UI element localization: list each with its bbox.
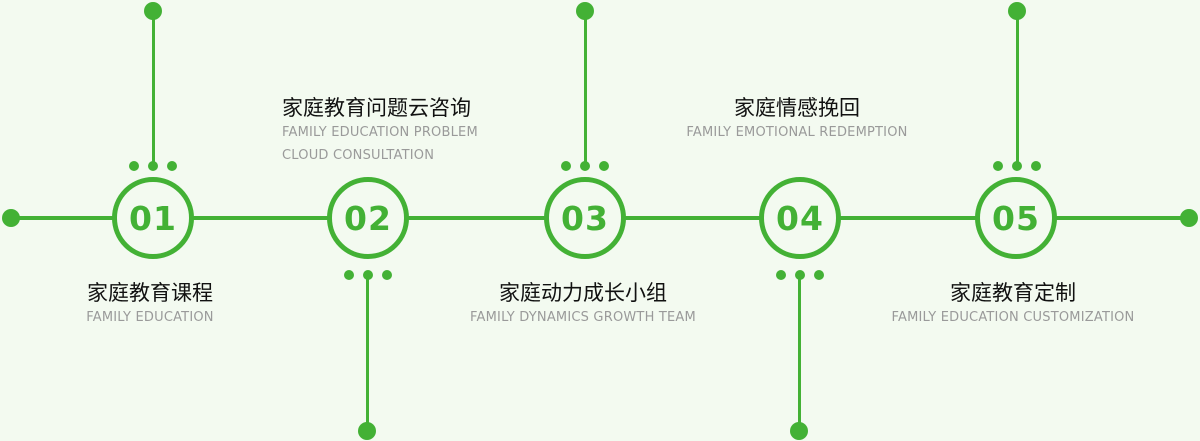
stem-end-dot xyxy=(790,422,808,440)
ellipsis-dot xyxy=(382,270,392,280)
step-number-circle: 03 xyxy=(544,177,626,259)
step-number: 04 xyxy=(776,198,824,238)
stem-end-dot xyxy=(358,422,376,440)
ellipsis-dot xyxy=(599,161,609,171)
axis-end-dot xyxy=(1180,209,1198,227)
step-label: 家庭动力成长小组 FAMILY DYNAMICS GROWTH TEAM xyxy=(433,280,733,329)
ellipsis-dot xyxy=(814,270,824,280)
step-title: 家庭情感挽回 xyxy=(734,96,860,120)
step-subtitle: FAMILY EMOTIONAL REDEMPTION xyxy=(686,125,908,140)
stem-end-dot xyxy=(1008,2,1026,20)
ellipsis-dot xyxy=(148,161,158,171)
step-title: 家庭教育课程 xyxy=(87,281,213,305)
step-subtitle: FAMILY EDUCATION PROBLEM xyxy=(282,125,478,140)
stem-end-dot xyxy=(576,2,594,20)
step-number: 01 xyxy=(129,198,177,238)
step-number-circle: 01 xyxy=(112,177,194,259)
ellipsis-dot xyxy=(1031,161,1041,171)
step-subtitle: FAMILY EDUCATION xyxy=(86,310,214,325)
ellipsis-dot xyxy=(1012,161,1022,171)
stem-line xyxy=(1016,12,1019,164)
step-number: 05 xyxy=(992,198,1040,238)
ellipsis-dot xyxy=(344,270,354,280)
ellipsis-dot xyxy=(580,161,590,171)
step-subtitle: FAMILY DYNAMICS GROWTH TEAM xyxy=(470,310,696,325)
ellipsis-dot xyxy=(167,161,177,171)
step-number-circle: 04 xyxy=(759,177,841,259)
step-number: 02 xyxy=(344,198,392,238)
step-number: 03 xyxy=(561,198,609,238)
stem-line xyxy=(152,12,155,164)
ellipsis-dot xyxy=(129,161,139,171)
step-label: 家庭情感挽回 FAMILY EMOTIONAL REDEMPTION xyxy=(647,95,947,144)
step-label: 家庭教育问题云咨询 FAMILY EDUCATION PROBLEM CLOUD… xyxy=(282,95,478,167)
stem-end-dot xyxy=(144,2,162,20)
ellipsis-dot xyxy=(993,161,1003,171)
stem-line xyxy=(798,275,801,430)
axis-start-dot xyxy=(2,209,20,227)
step-label: 家庭教育课程 FAMILY EDUCATION xyxy=(0,280,300,329)
step-label: 家庭教育定制 FAMILY EDUCATION CUSTOMIZATION xyxy=(863,280,1163,329)
step-title: 家庭教育问题云咨询 xyxy=(282,96,471,120)
step-subtitle: FAMILY EDUCATION CUSTOMIZATION xyxy=(891,310,1135,325)
step-title: 家庭教育定制 xyxy=(950,281,1076,305)
stem-line xyxy=(584,12,587,164)
stem-line xyxy=(366,275,369,430)
step-subtitle: CLOUD CONSULTATION xyxy=(282,148,435,163)
ellipsis-dot xyxy=(561,161,571,171)
step-title: 家庭动力成长小组 xyxy=(499,281,667,305)
ellipsis-dot xyxy=(776,270,786,280)
step-number-circle: 02 xyxy=(327,177,409,259)
step-number-circle: 05 xyxy=(975,177,1057,259)
